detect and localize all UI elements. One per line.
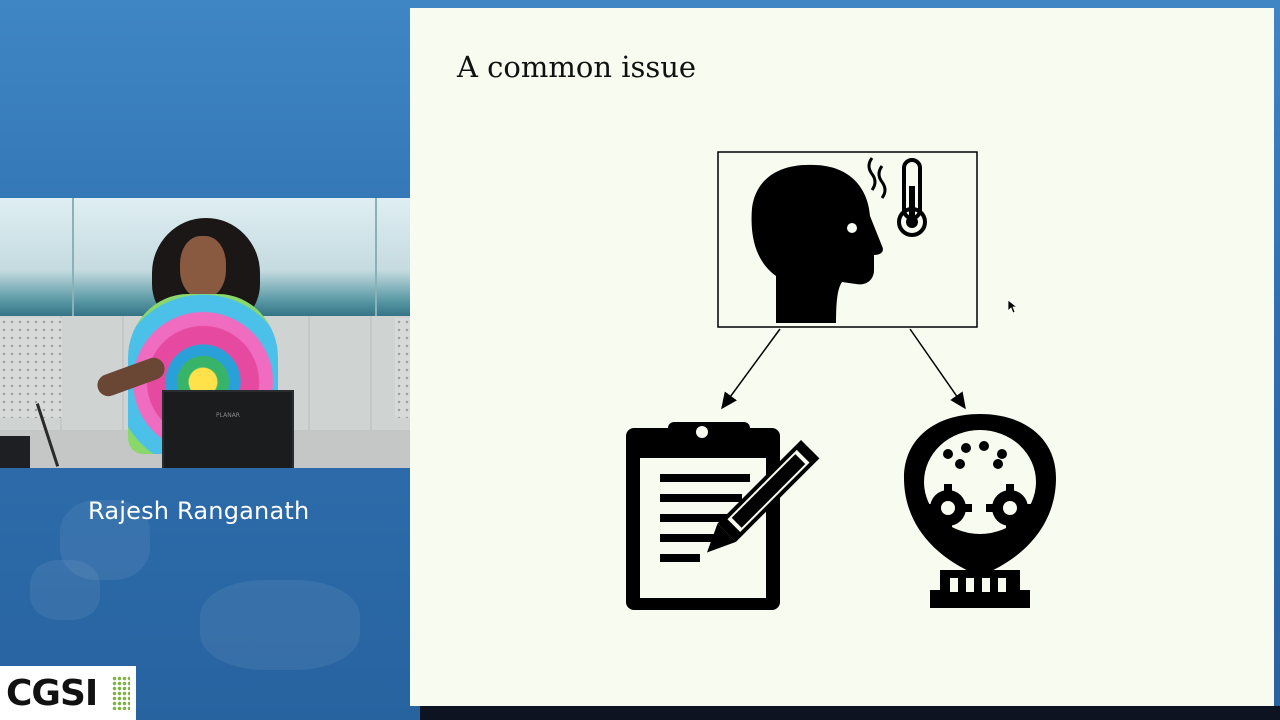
arrow-right: [909, 328, 966, 410]
podium-monitor: PLANAR: [162, 390, 294, 468]
slide-shadow: [420, 706, 1280, 720]
arrow-left: [721, 328, 781, 410]
logo-leaf-icon: [112, 676, 130, 710]
sugar-skull-icon: [904, 414, 1056, 608]
decor-hexagon: [60, 500, 150, 580]
mouse-cursor-icon: [1008, 300, 1018, 314]
speaker-face: [180, 236, 226, 298]
speaker-name: Rajesh Ranganath: [88, 497, 310, 525]
speaker-video-feed: PLANAR: [0, 198, 410, 468]
window-mullion: [72, 198, 74, 318]
presentation-slide: A common issue: [410, 8, 1274, 706]
slide-title: A common issue: [457, 50, 697, 84]
acoustic-panel: [395, 318, 410, 418]
clipboard-pencil-icon: [626, 422, 820, 610]
logo: CGSI: [0, 666, 136, 720]
decor-hexagon: [30, 560, 100, 620]
monitor-brand: PLANAR: [216, 412, 240, 419]
laptop: [0, 436, 30, 468]
acoustic-panel: [0, 318, 62, 418]
decor-hexagon: [200, 580, 360, 670]
window-mullion: [375, 198, 377, 318]
logo-text: CGSI: [6, 672, 98, 714]
sick-head-thermometer-icon: [717, 151, 978, 328]
diagram: [626, 151, 1056, 610]
